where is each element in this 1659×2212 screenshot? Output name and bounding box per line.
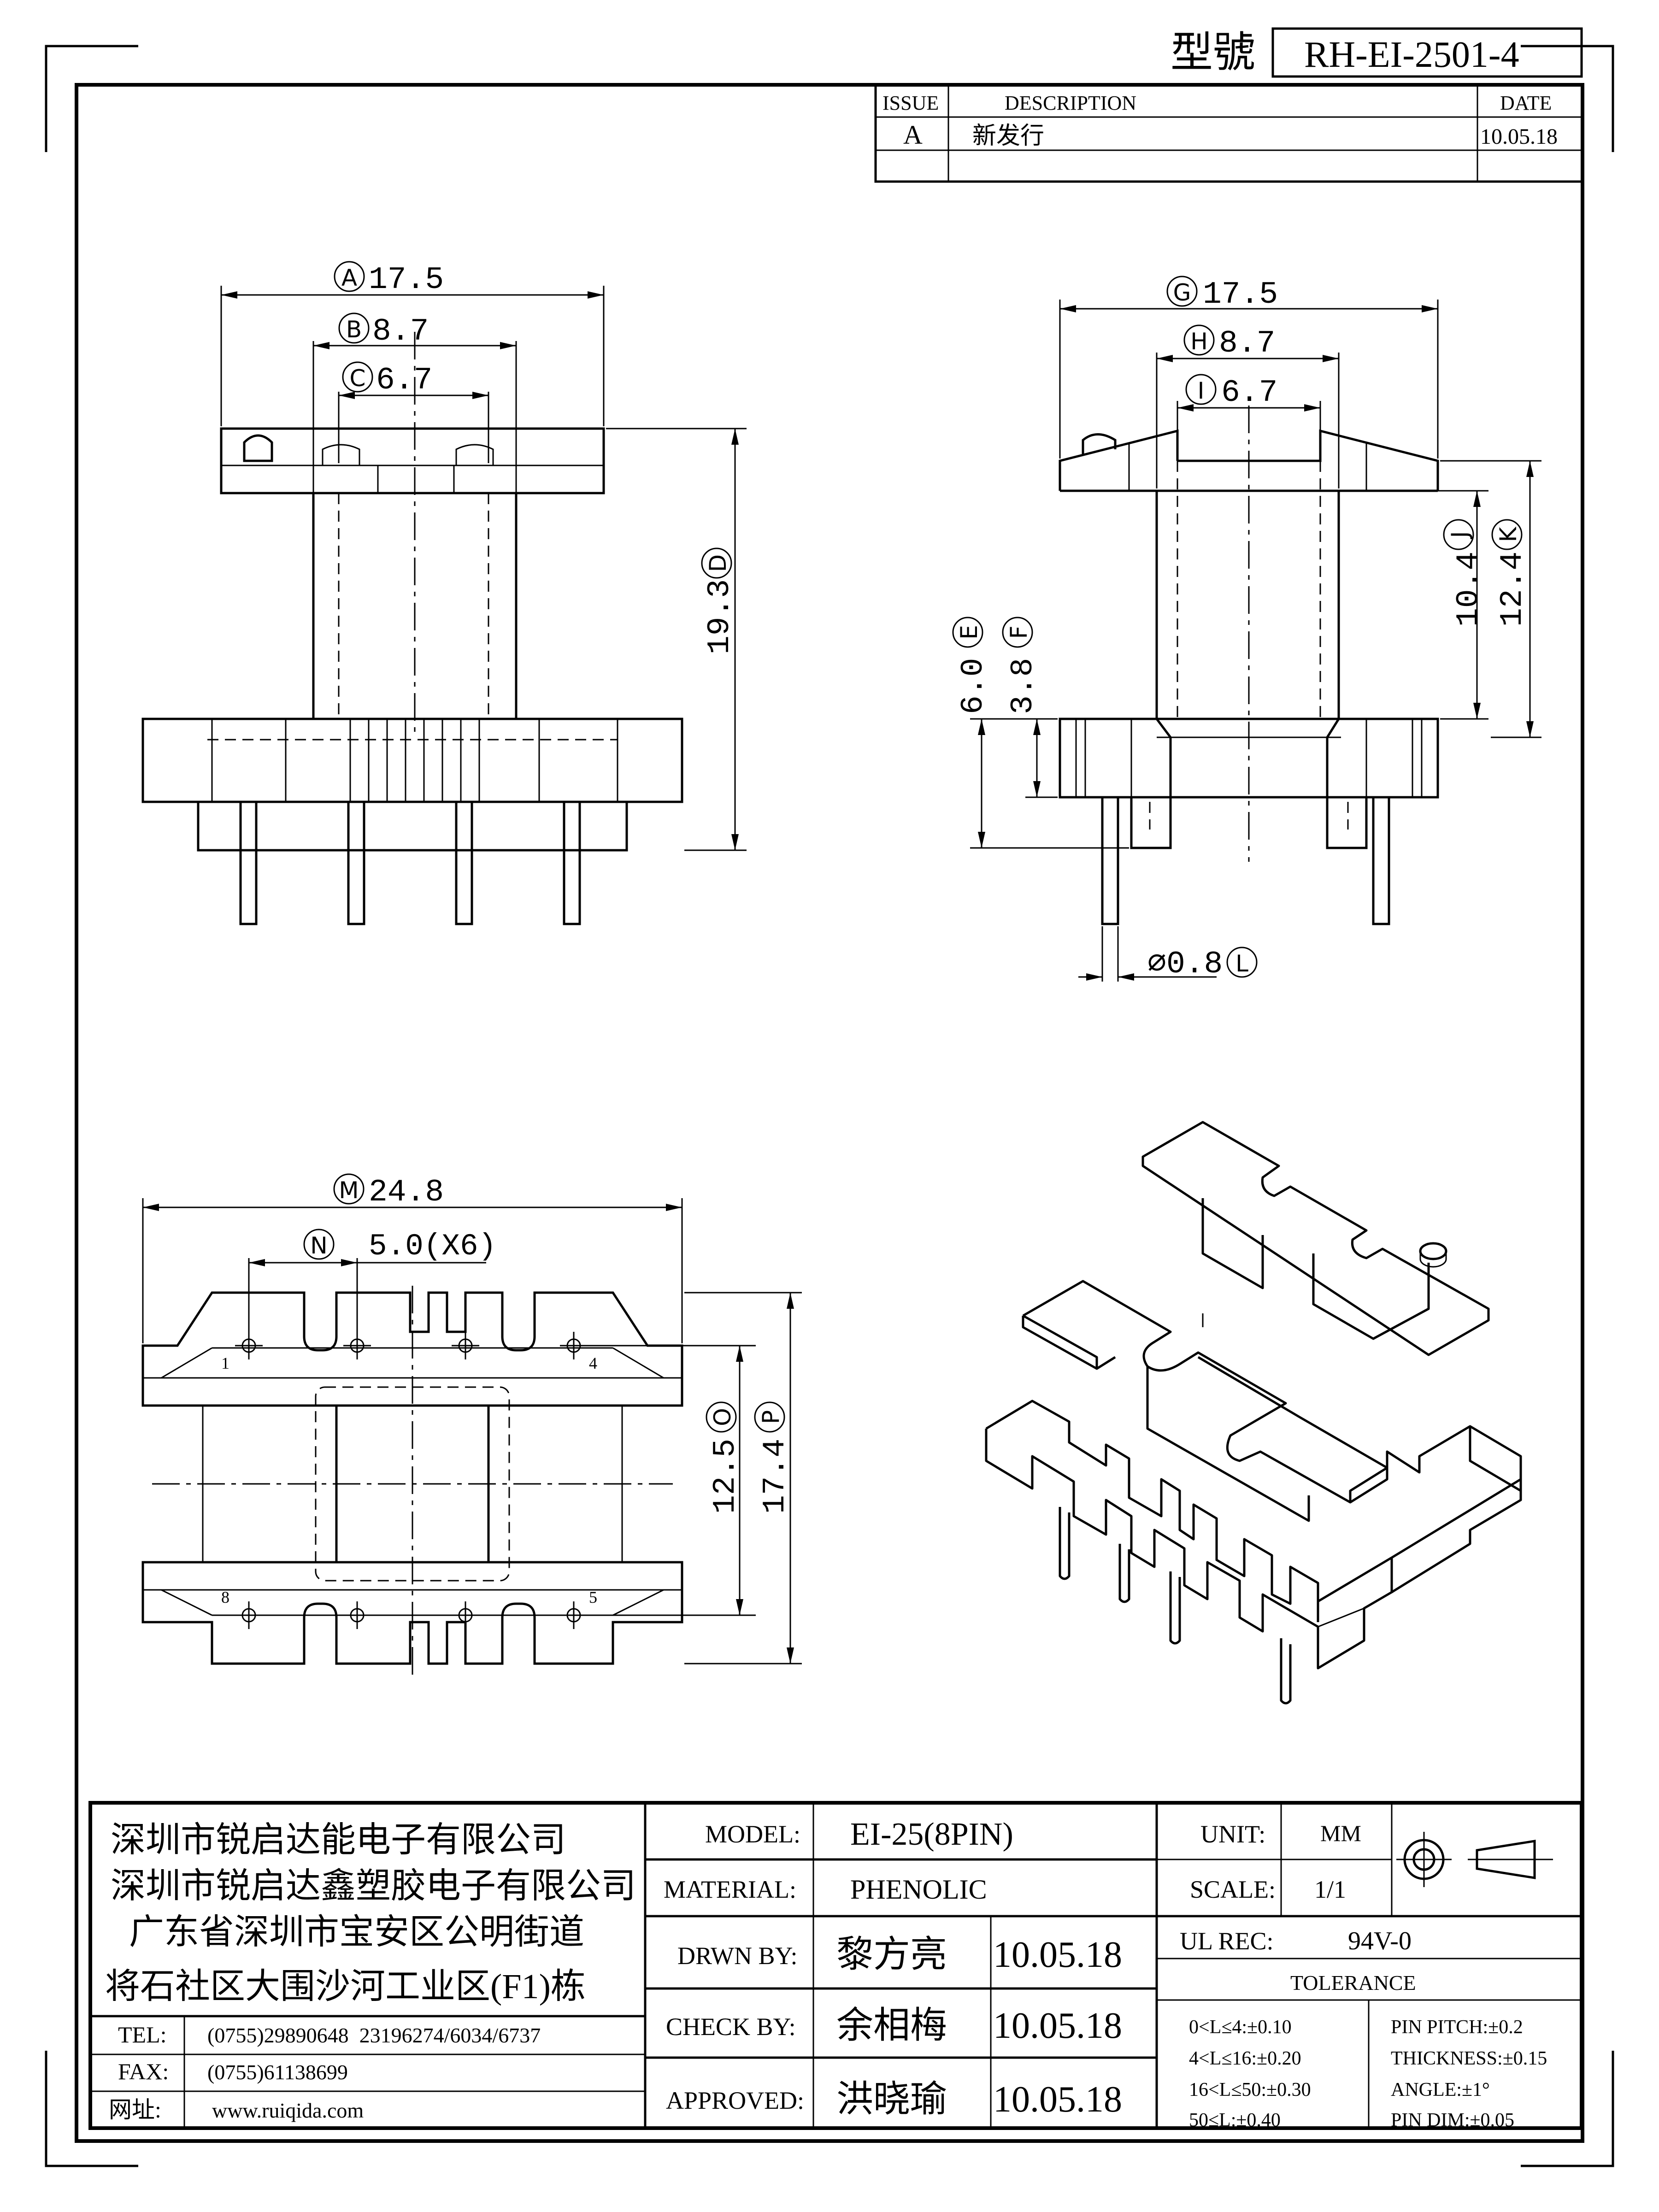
dim-O-tag: O [709,1408,736,1426]
rev-description: 新发行 [972,123,1044,149]
rev-header-description: DESCRIPTION [1005,92,1136,114]
tolerance-left-1: 0<L≤4:±0.10 [1189,2017,1292,2038]
tolerance-left-3: 16<L≤50:±0.30 [1189,2079,1311,2100]
dim-J-value: 10.4 [1451,552,1487,627]
projection-symbol-icon [1396,1832,1553,1887]
sheet-frame [45,45,1614,2167]
dim-J-tag: J [1447,531,1473,540]
tolerance-left-2: 4<L≤16:±0.20 [1189,2048,1301,2069]
approved-label: APPROVED: [666,2087,804,2114]
material-value: PHENOLIC [850,1874,987,1905]
title-block: 深圳市锐启达能电子有限公司 深圳市锐启达鑫塑胶电子有限公司 广东省深圳市宝安区公… [88,1801,1583,2131]
dim-B-tag: B [346,316,362,343]
rev-header-date: DATE [1500,92,1552,114]
tolerance-right-4: PIN DIM:±0.05 [1391,2110,1514,2131]
tolerance-label: TOLERANCE [1290,1971,1416,1994]
dim-B-value: 8.7 [372,314,429,349]
dim-C-tag: C [350,365,366,392]
dim-K-tag: K [1495,526,1522,542]
dim-H-value: 8.7 [1219,326,1275,361]
dim-M-value: 24.8 [369,1175,444,1210]
fax-value: (0755)61138699 [207,2060,348,2084]
pin-label-5: 5 [589,1588,597,1606]
tolerance-right-3: ANGLE:±1° [1391,2079,1490,2100]
web-value: www.ruiqida.com [212,2099,364,2122]
dim-N-value: 5.0(X6) [369,1229,496,1264]
company-line-4: 将石社区大围沙河工业区(F1)栋 [105,1967,586,2006]
dim-A-tag: A [341,265,357,291]
dim-G-value: 17.5 [1203,277,1278,312]
dim-P-tag: P [758,1410,784,1424]
dim-G-tag: G [1173,279,1191,306]
dim-K-value: 12.4 [1495,552,1530,627]
tolerance-left-4: 50≤L:±0.40 [1189,2110,1281,2131]
company-line-3: 广东省深圳市宝安区公明街道 [129,1913,584,1952]
dim-M-tag: M [339,1177,359,1204]
check-date: 10.05.18 [993,2006,1122,2046]
approved-by: 洪晓瑜 [836,2079,947,2120]
web-label: 网址: [109,2097,161,2123]
dim-N-tag: N [310,1232,327,1259]
dim-D-value: 19.3 [702,579,738,654]
pin-label-1: 1 [221,1354,229,1372]
dim-F-tag: F [1006,626,1032,639]
dim-H-tag: H [1190,328,1208,355]
dim-P-value: 17.4 [758,1439,793,1514]
drawn-date: 10.05.18 [993,1935,1122,1975]
revision-table: ISSUE DESCRIPTION DATE A 新发行 10.05.18 [874,83,1584,183]
pin-label-8: 8 [221,1588,229,1606]
tel-label: TEL: [118,2022,167,2047]
company-line-1: 深圳市锐启达能电子有限公司 [111,1821,566,1859]
dim-I-value: 6.7 [1221,375,1277,411]
isometric-view [985,1121,1522,1705]
rev-header-issue: ISSUE [882,92,939,114]
fax-label: FAX: [118,2059,169,2084]
dim-D-tag: D [705,554,731,572]
scale-value: 1/1 [1314,1876,1346,1903]
ul-label: UL REC: [1180,1927,1274,1955]
check-by: 余相梅 [836,2006,947,2046]
tolerance-right-2: THICKNESS:±0.15 [1391,2048,1547,2069]
dim-O-value: 12.5 [708,1439,743,1514]
dim-I-tag: I [1198,377,1205,404]
approved-date: 10.05.18 [993,2079,1122,2120]
model-label: MODEL: [705,1820,800,1848]
rev-issue: A [903,120,923,150]
tel-value: (0755)29890648 23196274/6034/6737 [207,2024,541,2047]
material-label: MATERIAL: [664,1876,796,1903]
drawing-number-box: 型號 RH-EI-2501-4 [1171,27,1583,78]
drawing-no-label: 型號 [1171,29,1255,76]
dim-A-value: 17.5 [369,262,444,298]
rev-date: 10.05.18 [1480,124,1558,149]
ul-value: 94V-0 [1348,1927,1412,1955]
bottom-view: 1 4 8 5 M 24.8 N 5.0(X6) 12.5 O [141,1173,802,1677]
dim-C-value: 6.7 [376,363,432,398]
dim-F-value: 3.8 [1006,658,1041,714]
front-view: A 17.5 B 8.7 C 6.7 19.3 D [141,261,747,925]
scale-label: SCALE: [1190,1876,1276,1903]
unit-value: MM [1320,1820,1361,1846]
dim-E-value: 6.0 [956,658,991,714]
side-view: G 17.5 H 8.7 I 6.7 10.4 J 12.4 K [952,276,1541,982]
unit-label: UNIT: [1200,1820,1265,1848]
dim-E-tag: E [956,625,982,640]
model-value: EI-25(8PIN) [850,1817,1013,1852]
dim-L-value: ⌀0.8 [1147,947,1223,982]
drawing-no-value: RH-EI-2501-4 [1304,35,1519,75]
drawn-by: 黎方亮 [836,1935,947,1975]
company-line-2: 深圳市锐启达鑫塑胶电子有限公司 [111,1867,636,1906]
tolerance-right-1: PIN PITCH:±0.2 [1391,2017,1523,2038]
pin-label-4: 4 [589,1354,597,1372]
drawn-label: DRWN BY: [677,1942,798,1970]
check-label: CHECK BY: [666,2013,796,2041]
dim-L-tag: L [1235,950,1248,977]
